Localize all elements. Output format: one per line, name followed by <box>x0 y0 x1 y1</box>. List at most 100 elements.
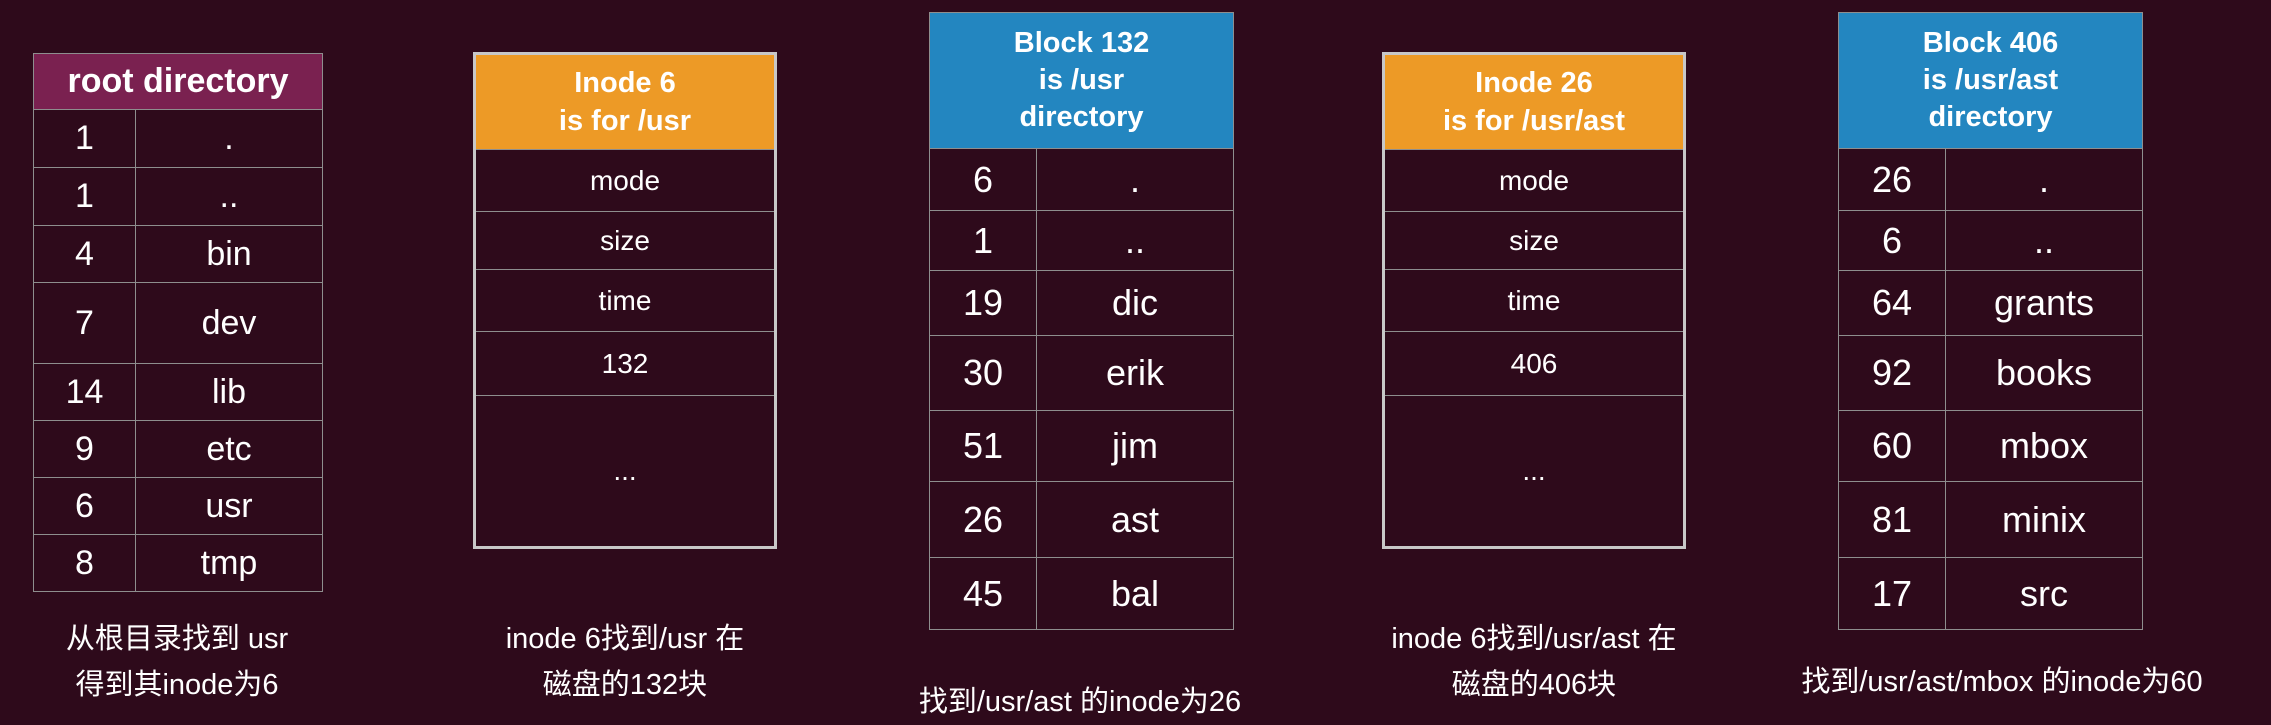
entry-name: . <box>1944 148 2144 211</box>
entry-name: minix <box>1944 481 2144 558</box>
inode-field-block: 132 <box>474 331 776 396</box>
inode-number: 7 <box>33 282 136 364</box>
title-line: Inode 26 <box>1475 67 1593 99</box>
table-row: 6.. <box>1838 210 2144 271</box>
root-directory-title: root directory <box>32 53 324 110</box>
entry-name: jim <box>1035 410 1235 482</box>
inode-field-row: time <box>1383 269 1685 332</box>
entry-name: ast <box>1035 481 1235 558</box>
entry-name: lib <box>134 363 324 421</box>
table-row: 6. <box>929 148 1235 211</box>
title-line: Block 406 <box>1922 27 2059 59</box>
entry-name: grants <box>1944 270 2144 336</box>
inode-field-mode: mode <box>1383 149 1685 212</box>
inode-number: 51 <box>929 410 1037 482</box>
caption-line: 找到/usr/ast/mbox 的inode为60 <box>1801 666 2203 698</box>
inode-field-row: size <box>1383 211 1685 270</box>
inode-number: 4 <box>33 225 136 283</box>
inode-number: 1 <box>33 109 136 168</box>
entry-name: usr <box>134 477 324 535</box>
entry-name: books <box>1944 335 2144 411</box>
entry-name: .. <box>1944 210 2144 271</box>
inode-field-size: size <box>1383 211 1685 270</box>
entry-name: etc <box>134 420 324 478</box>
inode-field-ellipsis: ... <box>474 395 776 548</box>
inode-6-title: Inode 6 is for /usr <box>474 53 776 150</box>
inode-field-row: mode <box>474 149 776 212</box>
inode-number: 64 <box>1838 270 1946 336</box>
entry-name: bal <box>1035 557 1235 630</box>
inode-number: 92 <box>1838 335 1946 411</box>
inode-field-mode: mode <box>474 149 776 212</box>
inode-field-ellipsis: ... <box>1383 395 1685 548</box>
entry-name: . <box>1035 148 1235 211</box>
block-132-caption: 找到/usr/ast 的inode为26 <box>870 679 1290 725</box>
entry-name: bin <box>134 225 324 283</box>
entry-name: src <box>1944 557 2144 630</box>
inode-number: 6 <box>1838 210 1946 271</box>
entry-name: erik <box>1035 335 1235 411</box>
inode-number: 30 <box>929 335 1037 411</box>
title-line: Block 132 <box>1013 27 1150 59</box>
inode-number: 8 <box>33 534 136 592</box>
inode-field-size: size <box>474 211 776 270</box>
inode-6-table: Inode 6 is for /usr mode size time 132 ..… <box>473 52 777 549</box>
entry-name: dic <box>1035 270 1235 336</box>
caption-line: 找到/usr/ast 的inode为26 <box>918 686 1242 718</box>
inode-field-row: size <box>474 211 776 270</box>
inode-number: 14 <box>33 363 136 421</box>
inode-26-caption: inode 6找到/usr/ast 在 磁盘的406块 <box>1339 616 1729 708</box>
inode-field-row: ... <box>474 395 776 548</box>
caption-line: 从根目录找到 usr <box>65 623 289 655</box>
inode-6-caption: inode 6找到/usr 在 磁盘的132块 <box>440 616 810 708</box>
table-row: 1.. <box>929 210 1235 271</box>
table-row: 26. <box>1838 148 2144 211</box>
inode-field-row: 406 <box>1383 331 1685 396</box>
entry-name: tmp <box>134 534 324 592</box>
caption-line: 磁盘的132块 <box>542 669 708 701</box>
block-406-caption: 找到/usr/ast/mbox 的inode为60 <box>1778 659 2226 705</box>
inode-number: 1 <box>33 167 136 226</box>
inode-number: 26 <box>929 481 1037 558</box>
title-line: Inode 6 <box>574 67 676 99</box>
inode-field-row: ... <box>1383 395 1685 548</box>
caption-line: 得到其inode为6 <box>75 669 279 701</box>
title-line: is for /usr <box>558 105 692 137</box>
inode-6-panel: Inode 6 is for /usr mode size time 132 ..… <box>473 52 777 549</box>
title-line: is /usr <box>1038 64 1125 96</box>
inode-number: 6 <box>33 477 136 535</box>
entry-name: mbox <box>1944 410 2144 482</box>
entry-name: . <box>134 109 324 168</box>
title-line: directory <box>1928 101 2053 133</box>
inode-number: 19 <box>929 270 1037 336</box>
title-line: directory <box>1019 101 1144 133</box>
inode-field-row: time <box>474 269 776 332</box>
inode-number: 45 <box>929 557 1037 630</box>
inode-number: 17 <box>1838 557 1946 630</box>
root-directory-caption: 从根目录找到 usr 得到其inode为6 <box>12 616 342 708</box>
table-row: 1. <box>33 109 324 168</box>
caption-line: inode 6找到/usr/ast 在 <box>1391 623 1677 655</box>
inode-number: 26 <box>1838 148 1946 211</box>
entry-name: dev <box>134 282 324 364</box>
